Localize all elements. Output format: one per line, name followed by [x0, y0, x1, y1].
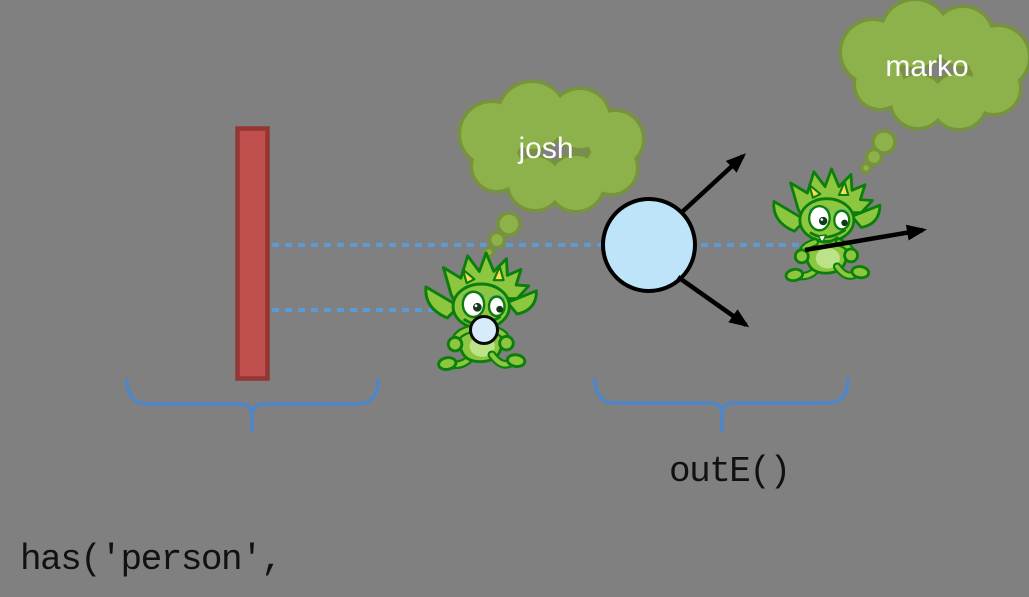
thought-label-josh: josh	[517, 132, 573, 165]
thought-bubble	[859, 161, 873, 175]
traverser-ball	[469, 315, 499, 345]
thought-label-marko: marko	[885, 50, 968, 83]
thought-bubble	[871, 129, 897, 155]
filter-code-line-1: has('person',	[20, 539, 283, 580]
gremlin-traverser-right	[774, 169, 880, 282]
filter-code: has('person', 'name', within('marko','jo…	[20, 440, 563, 597]
out-edge-arrow-right	[804, 224, 927, 253]
thought-cloud-marko-fill	[842, 1, 1028, 128]
thought-cloud-marko: marko	[838, 0, 1029, 175]
filter-brace	[125, 378, 380, 433]
thought-cloud-josh-fill	[461, 83, 642, 210]
vertex-circle	[601, 197, 697, 293]
out-edge-arrow-down	[676, 275, 750, 328]
gremlin-traverser-left	[426, 253, 537, 371]
thought-bubble	[487, 230, 507, 250]
oute-code: outE()	[669, 451, 791, 492]
thought-bubble	[864, 147, 884, 167]
thought-cloud-josh: josh	[457, 79, 646, 259]
filter-barrier-bar	[235, 126, 270, 381]
thought-bubble	[496, 211, 522, 237]
out-edge-arrow-up	[679, 153, 746, 215]
oute-brace	[593, 377, 850, 433]
